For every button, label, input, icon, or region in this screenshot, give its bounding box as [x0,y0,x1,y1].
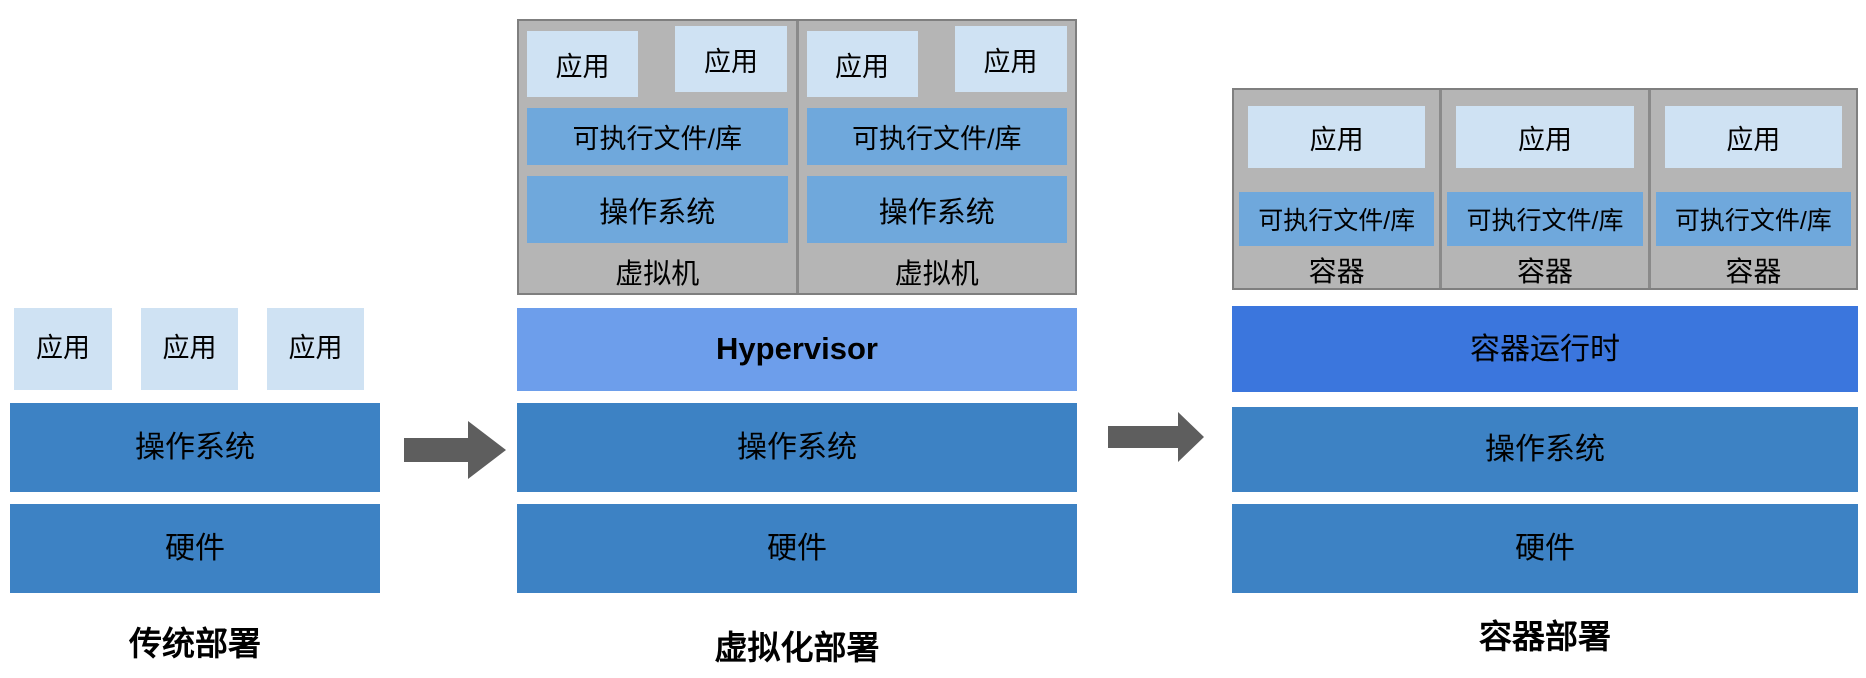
hypervisor-bar: Hypervisor [517,308,1077,391]
container-app-box: 应用 [1248,106,1426,168]
vm-app-box: 应用 [675,26,787,92]
container-label: 容器 [1725,256,1782,287]
vm-os-bar: 操作系统 [806,176,1067,243]
virtual-machine-cell: 应用 应用 可执行文件/库 操作系统 虚拟机 [795,21,1076,293]
vm-app-box: 应用 [954,26,1067,92]
arrow-right-icon [1108,412,1204,462]
virtualized-hardware-bar: 硬件 [517,504,1077,593]
container-cell: 应用 可执行文件/库 容器 [1234,90,1439,288]
container-app-box: 应用 [1456,106,1634,168]
traditional-app-box: 应用 [14,308,112,390]
vm-app-box: 应用 [806,31,918,97]
containerized-hardware-bar: 硬件 [1232,504,1858,593]
containerized-os-bar: 操作系统 [1232,407,1858,492]
container-cell: 应用 可执行文件/库 容器 [1439,90,1647,288]
vm-app-box: 应用 [527,31,638,97]
virtualized-os-bar: 操作系统 [517,403,1077,492]
virtualized-deployment-caption: 虚拟化部署 [714,629,880,666]
vm-libs-bar: 可执行文件/库 [527,108,788,165]
traditional-deployment-caption: 传统部署 [129,625,261,662]
traditional-os-bar: 操作系统 [10,403,380,492]
container-app-box: 应用 [1664,106,1842,168]
virtual-machines-group-box: 应用 应用 可执行文件/库 操作系统 虚拟机 应用 应用 可执行文件/库 操作系… [517,19,1077,295]
traditional-hardware-bar: 硬件 [10,504,380,593]
vm-os-bar: 操作系统 [527,176,788,243]
vm-label: 虚拟机 [615,258,700,289]
container-libs-bar: 可执行文件/库 [1239,192,1435,246]
traditional-app-box: 应用 [267,308,364,390]
arrow-right-icon [404,421,506,479]
vm-libs-bar: 可执行文件/库 [806,108,1067,165]
container-runtime-bar: 容器运行时 [1232,306,1858,392]
containers-group-box: 应用 可执行文件/库 容器 应用 可执行文件/库 容器 应用 可执行文件/库 容… [1232,88,1858,290]
container-label: 容器 [1308,256,1365,287]
traditional-app-box: 应用 [141,308,238,390]
containerized-deployment-caption: 容器部署 [1479,618,1611,655]
container-libs-bar: 可执行文件/库 [1655,192,1851,246]
container-libs-bar: 可执行文件/库 [1447,192,1643,246]
virtual-machine-cell: 应用 应用 可执行文件/库 操作系统 虚拟机 [519,21,796,293]
container-cell: 应用 可执行文件/库 容器 [1647,90,1856,288]
container-label: 容器 [1516,256,1573,287]
vm-label: 虚拟机 [894,258,979,289]
